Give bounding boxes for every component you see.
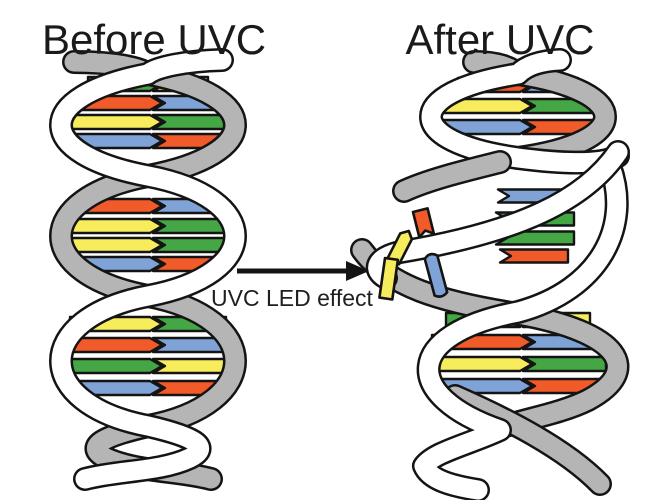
yellow-base-right	[151, 357, 236, 375]
yellow-fragment	[378, 256, 400, 301]
before-helix	[49, 48, 247, 491]
before-title: Before UVC	[41, 16, 267, 63]
orange-half-base	[498, 248, 570, 264]
white-strand-bottom	[414, 156, 627, 500]
yellow-base-left	[60, 113, 164, 131]
broken-fragments	[378, 207, 449, 301]
green-base-left	[60, 357, 164, 375]
arrow-head	[346, 261, 369, 281]
white-strand-top	[421, 50, 628, 173]
orange-base-right	[521, 377, 602, 395]
uvc-effect-label: UVC LED effect	[211, 285, 373, 311]
orange-fragment	[411, 207, 436, 239]
white-strand-torn	[368, 142, 628, 288]
blue-fragment	[423, 252, 449, 298]
white-strand	[51, 50, 245, 489]
green-base-right	[151, 236, 236, 254]
after-title: After UVC	[405, 16, 595, 63]
gray-strand	[51, 52, 245, 489]
gray-strand-torn-stub	[394, 152, 510, 201]
gray-strand-tail	[445, 386, 610, 494]
after-helix	[350, 48, 630, 500]
yellow-fragment	[386, 229, 414, 266]
green-base-right	[521, 355, 608, 373]
yellow-base-left	[428, 355, 534, 373]
arrow-icon	[237, 261, 369, 281]
gray-strand-arc	[352, 240, 627, 438]
